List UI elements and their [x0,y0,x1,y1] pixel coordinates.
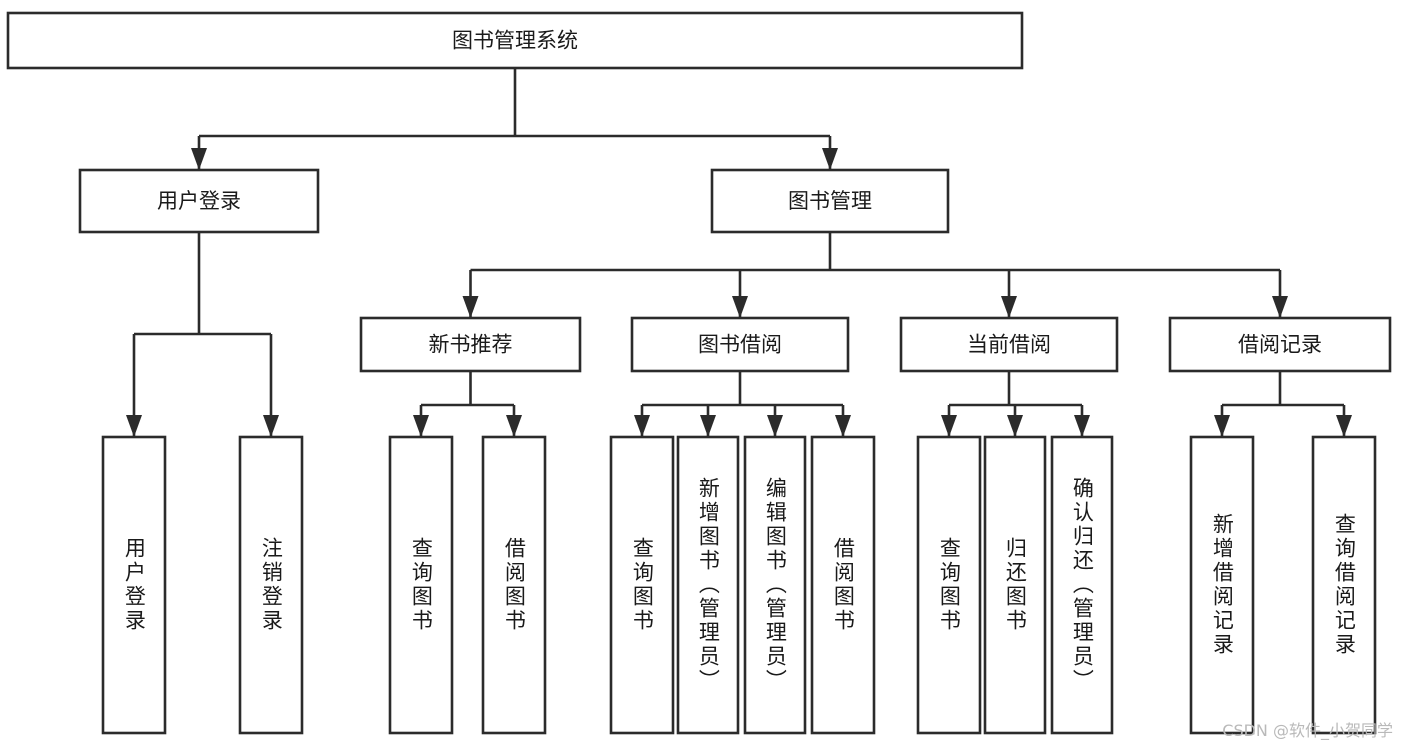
arrowhead-current-borrow [1001,296,1017,318]
arrowhead-leaf-return-book [1007,415,1023,437]
node-leaf-user-login[interactable] [101,435,167,735]
node-leaf-query-borrow-record[interactable] [1311,435,1377,735]
node-leaf-query-book-2[interactable] [609,435,675,735]
node-user-login-label: 用户登录 [157,189,241,213]
node-root-label: 图书管理系统 [452,29,578,53]
node-borrow-record[interactable] [1168,316,1392,373]
arrowhead-leaf-borrow-book-2 [835,415,851,437]
arrowhead-leaf-query-book-2 [634,415,650,437]
node-book-manage[interactable] [710,168,950,234]
arrowhead-leaf-query-borrow-record [1336,415,1352,437]
node-current-borrow-label: 当前借阅 [967,333,1051,357]
node-current-borrow[interactable] [899,316,1119,373]
node-leaf-return-book[interactable] [983,435,1047,735]
arrowhead-leaf-edit-book-admin [767,415,783,437]
arrowhead-leaf-query-book-1 [413,415,429,437]
node-leaf-query-book-3[interactable] [916,435,982,735]
node-leaf-user-logout[interactable] [238,435,304,735]
arrowhead-leaf-add-book-admin [700,415,716,437]
node-user-login[interactable] [78,168,320,234]
arrowhead-leaf-add-borrow-record [1214,415,1230,437]
node-root[interactable] [6,11,1024,70]
node-borrow-record-label: 借阅记录 [1238,333,1322,357]
connectors-layer [126,68,1352,437]
node-new-book-recommend[interactable] [359,316,582,373]
arrowhead-leaf-confirm-return-admin [1074,415,1090,437]
node-leaf-edit-book-admin[interactable] [743,435,807,735]
node-leaf-add-book-admin[interactable] [676,435,740,735]
node-leaf-borrow-book-2[interactable] [810,435,876,735]
arrowhead-leaf-query-book-3 [941,415,957,437]
node-leaf-confirm-return-admin[interactable] [1050,435,1114,735]
arrowhead-leaf-user-login [126,415,142,437]
node-book-borrow[interactable] [630,316,850,373]
node-book-borrow-label: 图书借阅 [698,333,782,357]
arrowhead-new-book-recommend [462,296,479,318]
boxes-layer [6,11,1392,735]
arrowhead-book-borrow [732,296,748,318]
arrowhead-borrow-record [1272,296,1288,318]
arrowhead-book-manage [822,148,838,170]
arrowhead-leaf-borrow-book-1 [506,415,522,437]
node-leaf-borrow-book-1[interactable] [481,435,547,735]
node-leaf-add-borrow-record[interactable] [1189,435,1255,735]
node-new-book-recommend-label: 新书推荐 [429,333,513,357]
watermark-credit: CSDN @软件_小贺同学 [1222,721,1393,740]
node-book-manage-label: 图书管理 [788,189,872,213]
arrowhead-leaf-user-logout [263,415,279,437]
node-leaf-query-book-1[interactable] [388,435,454,735]
arrowhead-user-login [191,148,207,170]
